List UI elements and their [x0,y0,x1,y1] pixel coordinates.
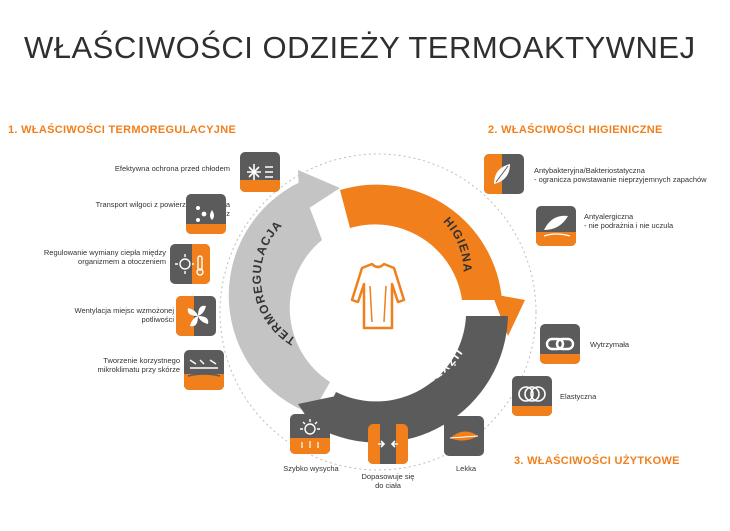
utility-item-label: Szybko wysycha [283,464,339,473]
thermo-item-label: Wentylacja miejsc wzmożonej potliwości [74,306,174,324]
hygiene-item-line1: Antybakteryjna/Bakteriostatyczna [534,166,645,175]
elastic-rings-icon [512,376,552,416]
microclimate-icon [184,350,224,390]
outer-dashed-circle [219,153,537,471]
ring-arrow-higiena [492,294,525,336]
thermo-item-label: Regulowanie wymiany ciepła między organi… [43,248,166,266]
chain-link-icon [540,324,580,364]
utility-item-label: Dopasowuje się do ciała [361,472,415,490]
ring-segment-uzytecznosc [318,316,508,443]
ring-segment-higiena [340,184,502,300]
ventilation-fan-icon [176,296,216,336]
thermo-item-label: Tworzenie korzystnego mikroklimatu przy … [97,356,180,374]
body-fit-icon [368,424,408,464]
hygiene-item-line1: Antyalergiczna [584,212,634,221]
thermal-shirt-icon [336,258,420,342]
utility-item-label: Lekka [455,464,476,473]
feather-icon [536,206,576,246]
page-title: WŁAŚCIWOŚCI ODZIEŻY TERMOAKTYWNEJ [24,30,696,65]
utility-item-label: Elastyczna [560,392,597,401]
ring-segment-termoregulacja [228,182,330,414]
lightweight-feather-icon [444,416,484,456]
hygiene-item-line2: - nie podrażnia i nie uczula [584,221,674,230]
hygiene-item-label: Antyalergiczna - nie podrażnia i nie ucz… [584,212,724,230]
ring-arrow-termo [298,170,340,214]
hygiene-item-line2: - ogranicza powstawanie nieprzyjemnych z… [534,175,707,184]
antibacterial-leaf-icon [484,154,524,194]
snowflake-icon [240,152,280,192]
thermo-item-label: Efektywna ochrona przed chłodem [114,164,230,173]
quick-dry-sun-icon [290,414,330,454]
section-hygiene-heading: 2. WŁAŚCIWOŚCI HIGIENICZNE [488,124,663,136]
sun-thermometer-icon [170,244,210,284]
section-utility-heading: 3. WŁAŚCIWOŚCI UŻYTKOWE [514,455,680,467]
moisture-transport-icon [186,194,226,234]
section-thermoregulation-heading: 1. WŁAŚCIWOŚCI TERMOREGULACYJNE [8,124,237,136]
hygiene-item-label: Antybakteryjna/Bakteriostatyczna - ogran… [534,166,730,184]
utility-item-label: Wytrzymała [590,340,630,349]
